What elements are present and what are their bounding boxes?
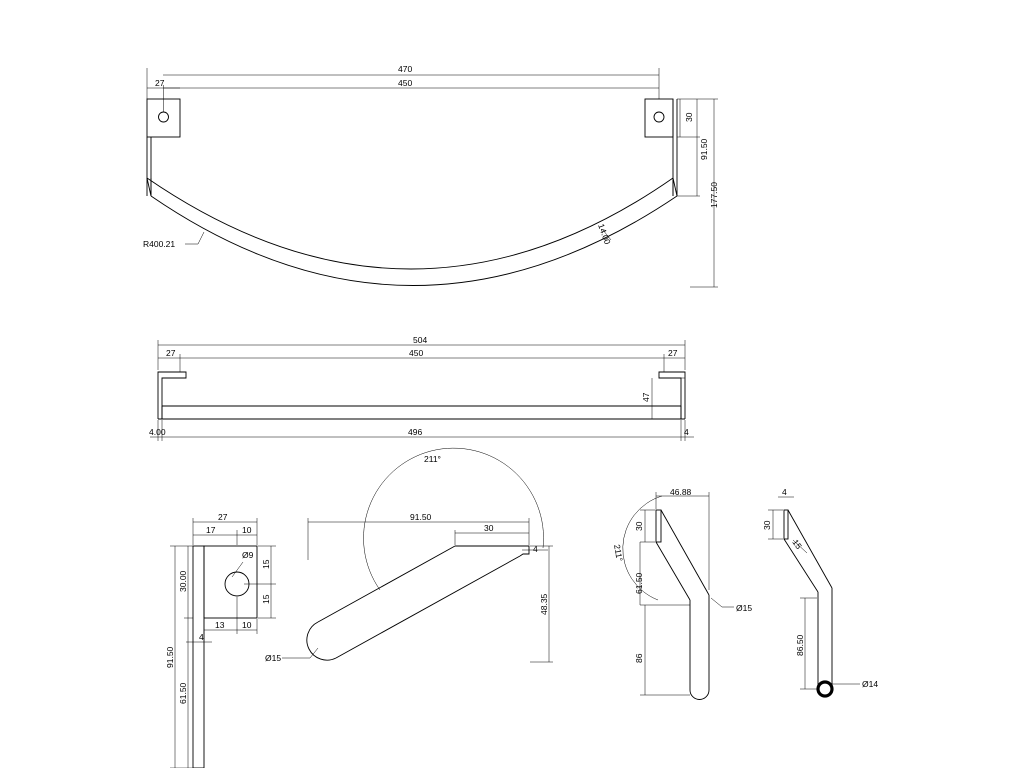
side-rod-edge-b — [655, 541, 691, 601]
arm-top-detail: 211° 91.50 30 4 48.35 Ø15 — [265, 447, 553, 663]
side-dia-15: Ø15 — [736, 603, 752, 613]
arm-dim-91-50: 91.50 — [410, 512, 432, 522]
plate-dim-27: 27 — [218, 512, 228, 522]
plate-dim-61-50: 61.50 — [178, 682, 188, 704]
plate-dim-17: 17 — [206, 525, 216, 535]
side-dim-30: 30 — [634, 521, 644, 531]
front-view: 504 450 27 27 47 496 4.00 4 — [149, 335, 694, 441]
plate-dim-91-50: 91.50 — [165, 646, 175, 668]
arm-rod-bottom-edge — [335, 555, 521, 659]
front-left-tab — [157, 371, 187, 419]
dim-177-50: 177.50 — [709, 182, 719, 208]
radius-label: R400.21 — [143, 239, 175, 249]
dim-27-left: 27 — [166, 348, 176, 358]
plate-detail: 27 17 10 Ø9 15 15 13 10 4 30.00 91.50 61… — [165, 512, 276, 768]
arm-tab — [455, 545, 530, 557]
side-leg-end — [689, 689, 710, 700]
plate-side-profile — [192, 545, 205, 768]
end-tube-section — [816, 680, 834, 698]
side-tab — [655, 509, 662, 543]
arm-angle-arc — [363, 447, 544, 591]
plate-dim-13: 13 — [215, 620, 225, 630]
plate-face — [203, 545, 258, 619]
end-rod-edge-a — [787, 509, 833, 589]
plate-dim-4: 4 — [199, 632, 204, 642]
dim-30: 30 — [684, 112, 694, 122]
dim-91-50: 91.50 — [699, 138, 709, 160]
end-rod-edge-b — [783, 538, 819, 593]
dim-14-00: 14.00 — [596, 222, 613, 246]
arm-rod-top-edge — [317, 545, 456, 623]
end-dim-15: 15 — [790, 537, 804, 551]
dim-27-right: 27 — [668, 348, 678, 358]
plate-dim-10-bottom: 10 — [242, 620, 252, 630]
curved-bar-outer — [146, 177, 674, 270]
side-angle-label: 211° — [612, 544, 625, 562]
plate-dim-15-lower: 15 — [261, 594, 271, 604]
side-rod-edge-a — [660, 509, 710, 596]
dim-4-00: 4.00 — [149, 427, 166, 437]
end-dim-30: 30 — [762, 520, 772, 530]
front-right-tab — [658, 371, 686, 419]
end-dim-86-50: 86.50 — [795, 634, 805, 656]
dim-450: 450 — [398, 78, 412, 88]
end-tab — [783, 509, 789, 540]
end-dim-4: 4 — [782, 487, 787, 497]
dim-4-right: 4 — [684, 427, 689, 437]
arm-dim-48-35: 48.35 — [539, 593, 549, 615]
right-mounting-plate — [644, 98, 674, 138]
side-detail: 46.88 30 211° 61.50 Ø15 86 — [612, 487, 752, 700]
end-dia-14: Ø14 — [862, 679, 878, 689]
arm-angle-label: 211° — [424, 454, 441, 464]
right-mount-hole — [653, 111, 665, 123]
arm-rod-end — [306, 621, 337, 661]
side-dim-46-88: 46.88 — [670, 487, 692, 497]
plate-dim-30-00: 30.00 — [178, 570, 188, 592]
dim-47: 47 — [641, 392, 651, 402]
side-angle-arc — [622, 495, 663, 601]
side-dim-86: 86 — [634, 653, 644, 663]
top-view: 470 450 27 30 91.50 177.50 14.00 R400.21 — [143, 64, 719, 288]
left-mount-hole — [158, 111, 169, 123]
dim-27: 27 — [155, 78, 165, 88]
dim-504: 504 — [413, 335, 427, 345]
plate-hole-dia: Ø9 — [242, 550, 254, 560]
arm-dia-15: Ø15 — [265, 653, 281, 663]
arm-dim-4: 4 — [533, 544, 538, 554]
dim-450-front: 450 — [409, 348, 423, 358]
side-dim-61-50: 61.50 — [634, 572, 644, 594]
curved-bar-inner — [150, 195, 678, 286]
arm-dim-30: 30 — [484, 523, 494, 533]
plate-dim-15-upper: 15 — [261, 559, 271, 569]
dim-470: 470 — [398, 64, 412, 74]
end-detail: 4 30 15 86.50 Ø14 — [762, 487, 878, 698]
dim-496: 496 — [408, 427, 422, 437]
plate-dim-10-top: 10 — [242, 525, 252, 535]
